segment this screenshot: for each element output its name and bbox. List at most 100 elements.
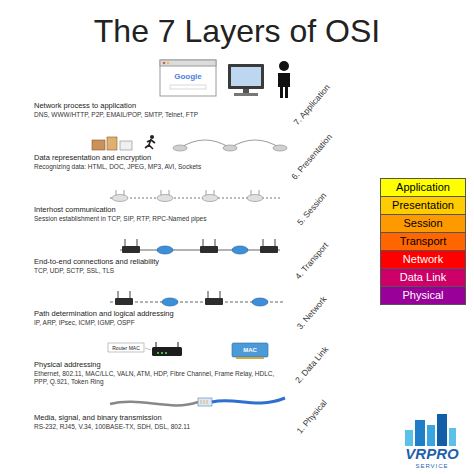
- layer-slab: Physical addressingEthernet, 802.11, MAC…: [0, 340, 350, 390]
- data-icons-part: [120, 141, 132, 150]
- running-man: [145, 135, 155, 149]
- router-with-tag-part: [145, 348, 151, 350]
- transport-routers-part: [232, 246, 248, 254]
- layer-number-box: 5. Session: [295, 191, 328, 227]
- legend-text: Data Link: [400, 271, 446, 284]
- text-box: RS-232, RJ45, V.34, 100BASE-TX, SDH, DSL…: [34, 423, 279, 431]
- layer-number-box: 2. Data Link: [293, 345, 329, 385]
- cables-part: [110, 402, 198, 406]
- browser-logo-text: Google: [174, 72, 202, 81]
- legend-swatch: Transport: [380, 232, 466, 251]
- data-icons: [92, 137, 132, 150]
- network-card-part: [232, 343, 268, 357]
- router-with-tag-part: [165, 352, 167, 354]
- layer-slab: Interhost communicationSession establish…: [0, 184, 350, 234]
- slab-edge: [2, 334, 305, 338]
- legend: ApplicationPresentationSessionTransportN…: [380, 178, 466, 305]
- computer-icon-part: [228, 64, 264, 89]
- computer-icon: [228, 64, 264, 96]
- layer-number-label: 1. Physical: [295, 398, 329, 435]
- router-with-tag: [108, 342, 182, 356]
- slab-face: [2, 236, 345, 286]
- slab-face: [2, 80, 345, 130]
- text-box: Media, signal, and binary transmission: [34, 414, 279, 422]
- layer-heading: Media, signal, and binary transmission: [34, 414, 279, 422]
- legend-text: Application: [396, 181, 450, 194]
- legend-swatch: Session: [380, 214, 466, 233]
- text-box: Recognizing data: HTML, DOC, JPEG, MP3, …: [34, 163, 279, 171]
- layer-number-label: 3. Network: [295, 295, 328, 332]
- layer-number-box: 7. Application: [292, 83, 332, 127]
- bridge-routers-part: [223, 145, 237, 151]
- cables-part: [201, 400, 207, 404]
- transport-routers-part: [200, 246, 218, 253]
- text-box: Session establishment in TCP, SIP, RTP, …: [34, 215, 279, 223]
- running-man-part: [145, 139, 155, 149]
- browser-icon-part: [160, 60, 216, 66]
- label-box: Router MAC: [112, 345, 140, 351]
- legend-swatch: Presentation: [380, 196, 466, 215]
- text-box: Physical addressing: [34, 361, 279, 369]
- bridge-routers-part: [173, 145, 187, 151]
- diagram-title: The 7 Layers of OSI: [0, 12, 474, 50]
- network-routers-part: [115, 298, 133, 305]
- layer-number-label: 7. Application: [292, 83, 332, 127]
- company-logo-part: [437, 414, 447, 446]
- logo-text: VRPRO: [405, 446, 458, 462]
- card-text: MAC: [243, 347, 257, 354]
- network-routers-part: [162, 298, 178, 306]
- router-with-tag-part: [108, 343, 144, 352]
- slab-face: [2, 288, 345, 338]
- slab-edge: [2, 178, 305, 182]
- router-with-tag-part: [157, 352, 159, 354]
- tag-text: Router MAC: [112, 345, 140, 351]
- legend-text: Network: [403, 253, 443, 266]
- text-box: DNS, WWW/HTTP, P2P, EMAIL/POP, SMTP, Tel…: [34, 111, 279, 119]
- layer-heading: Data representation and encryption: [34, 154, 279, 162]
- network-routers-part: [205, 298, 223, 305]
- legend-text: Session: [403, 217, 442, 230]
- layer-protocols: IP, ARP, IPsec, ICMP, IGMP, OSPF: [34, 319, 279, 327]
- company-logo-part: [427, 425, 435, 446]
- layer-slab: Media, signal, and binary transmissionRS…: [0, 392, 350, 442]
- label-box: MAC: [243, 347, 257, 354]
- text-box: Network process to application: [34, 102, 279, 110]
- text-box: Interhost communication: [34, 206, 279, 214]
- bridge-routers-part: [273, 145, 287, 151]
- layer-number-box: 1. Physical: [295, 398, 329, 435]
- browser-icon-part: [163, 62, 166, 65]
- legend-swatch: Application: [380, 178, 466, 197]
- transport-routers-part: [157, 246, 173, 254]
- company-logo-part: [449, 428, 456, 446]
- browser-icon: [160, 60, 216, 96]
- data-icons-part: [107, 137, 117, 150]
- transport-routers-part: [125, 239, 275, 246]
- session-routers-part: [247, 195, 263, 202]
- network-routers-part: [252, 298, 268, 306]
- layer-slab: Data representation and encryptionRecogn…: [0, 132, 350, 182]
- layer-number-label: 2. Data Link: [293, 345, 329, 385]
- layer-number-box: 3. Network: [295, 295, 328, 332]
- slab-face: [2, 340, 345, 390]
- person-icon-part: [279, 61, 289, 71]
- layer-protocols: Recognizing data: HTML, DOC, JPEG, MP3, …: [34, 163, 279, 171]
- legend-text: Transport: [400, 235, 447, 248]
- person-icon-part: [278, 73, 290, 98]
- cables: [110, 398, 285, 406]
- person-icon: [278, 61, 290, 98]
- legend-swatch: Data Link: [380, 268, 466, 287]
- text-box: Data representation and encryption: [34, 154, 279, 162]
- slab-edge: [2, 230, 305, 234]
- layer-protocols: TCP, UDP, SCTP, SSL, TLS: [34, 267, 279, 275]
- text-box: Path determination and logical addressin…: [34, 310, 279, 318]
- text-box: IP, ARP, IPsec, ICMP, IGMP, OSPF: [34, 319, 279, 327]
- label-box: Google: [174, 72, 202, 81]
- legend-swatch: Physical: [380, 286, 466, 305]
- network-card: [232, 343, 268, 359]
- browser-icon-part: [160, 60, 216, 96]
- title-box: The 7 Layers of OSI: [0, 12, 474, 50]
- slab-face: [2, 392, 345, 442]
- label-box: SERVICE: [415, 463, 448, 470]
- layer-number-label: 6. Presentation: [290, 132, 334, 181]
